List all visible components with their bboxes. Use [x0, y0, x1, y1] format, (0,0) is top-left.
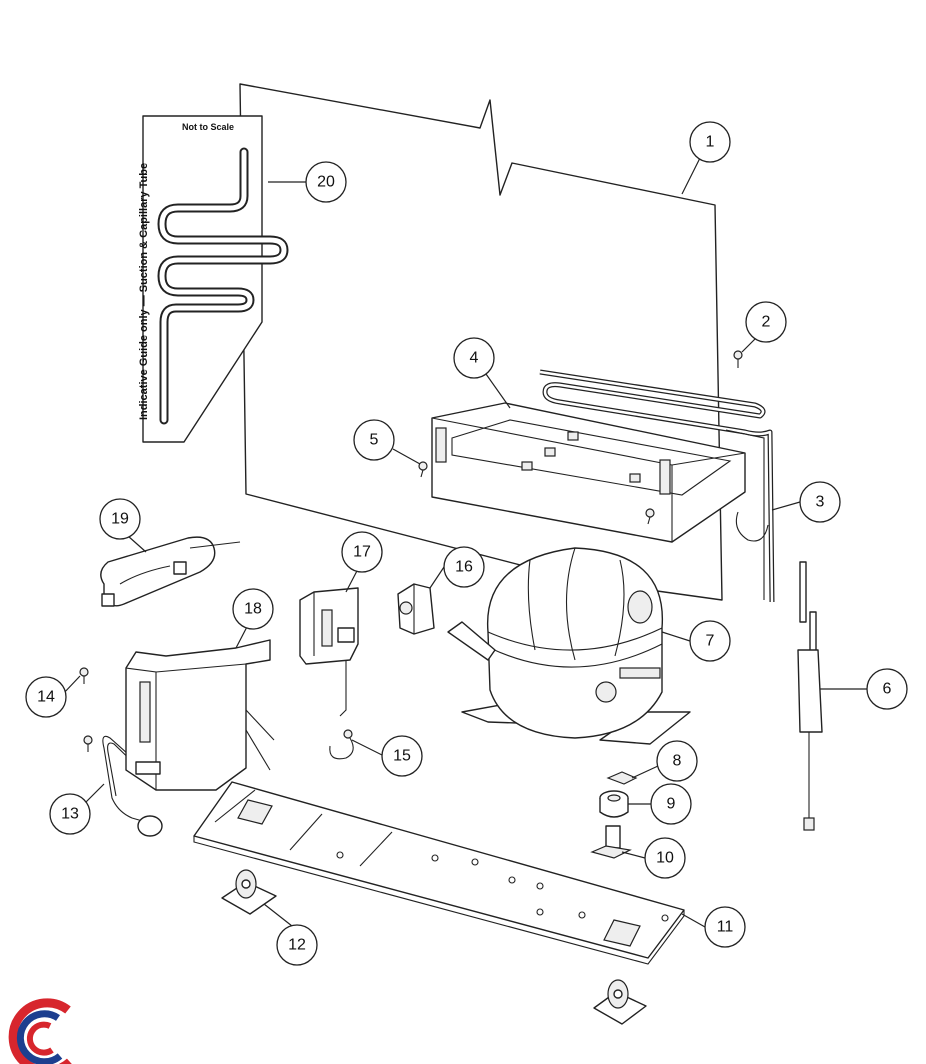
guide-vertical-label: Indicative Guide only — Suction & Capill… [138, 163, 150, 420]
callout-9: 9 [650, 783, 692, 825]
svg-text:19: 19 [111, 511, 129, 528]
thermostat-capillary [102, 735, 163, 837]
leader-lines [61, 157, 867, 928]
svg-text:7: 7 [706, 633, 715, 650]
svg-text:14: 14 [37, 689, 55, 706]
callout-5: 5 [353, 419, 395, 461]
callout-17: 17 [341, 531, 383, 573]
thermostat-housing [125, 639, 275, 791]
relay-overload [299, 587, 359, 717]
svg-text:13: 13 [61, 806, 79, 823]
svg-text:20: 20 [317, 174, 335, 191]
callout-11: 11 [704, 906, 746, 948]
thermistor-probe [797, 561, 823, 831]
svg-text:16: 16 [455, 559, 473, 576]
callout-2: 2 [745, 301, 787, 343]
ground-lead [329, 729, 354, 760]
rubber-grommet [599, 790, 629, 818]
callout-18: 18 [232, 588, 274, 630]
callout-1: 1 [689, 121, 731, 163]
svg-text:1: 1 [706, 134, 715, 151]
screw-tray [645, 508, 655, 525]
suction-capillary-guide: Not to Scale Indicative Guide only — Suc… [138, 115, 289, 443]
callout-15: 15 [381, 735, 423, 777]
callout-14: 14 [25, 676, 67, 718]
svg-text:4: 4 [470, 350, 479, 367]
mounting-spacer [590, 825, 632, 859]
callout-8: 8 [656, 740, 698, 782]
base-plate [193, 781, 685, 965]
screw-part-5 [418, 461, 428, 478]
wiring-harness [100, 536, 241, 607]
callout-19: 19 [99, 498, 141, 540]
svg-text:9: 9 [667, 796, 676, 813]
guide-scale-note: Not to Scale [182, 122, 234, 132]
svg-text:12: 12 [288, 937, 306, 954]
start-relay [397, 583, 435, 635]
svg-text:17: 17 [353, 544, 371, 561]
svg-text:6: 6 [883, 681, 892, 698]
castor-rear [593, 979, 647, 1025]
callout-4: 4 [453, 337, 495, 379]
callout-12: 12 [276, 924, 318, 966]
svg-text:15: 15 [393, 748, 411, 765]
svg-text:3: 3 [816, 494, 825, 511]
screw-part-14b [83, 735, 93, 752]
grommet-clip [606, 771, 638, 785]
condenser-coil [539, 369, 775, 603]
svg-text:18: 18 [244, 601, 262, 618]
svg-text:2: 2 [762, 314, 771, 331]
compressor [447, 547, 691, 745]
brand-logo [8, 998, 72, 1064]
callout-10: 10 [644, 837, 686, 879]
callout-13: 13 [49, 793, 91, 835]
callout-16: 16 [443, 546, 485, 588]
callout-3: 3 [799, 481, 841, 523]
callout-20: 20 [305, 161, 347, 203]
drip-tray [431, 402, 746, 543]
svg-text:10: 10 [656, 850, 674, 867]
castor-front [221, 869, 277, 915]
svg-text:11: 11 [717, 919, 734, 936]
callout-6: 6 [866, 668, 908, 710]
callout-7: 7 [689, 620, 731, 662]
svg-text:8: 8 [673, 753, 682, 770]
svg-text:5: 5 [370, 432, 379, 449]
screw-part-14 [79, 667, 89, 684]
screw-part-2 [733, 350, 743, 368]
